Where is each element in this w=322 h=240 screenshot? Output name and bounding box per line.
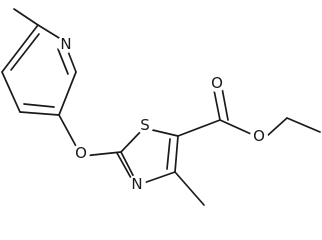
atom-thiazole-s: S — [136, 116, 154, 134]
bond-n3-c2-inner — [116, 152, 132, 179]
structure-diagram: N O S N O O — [1, 8, 321, 206]
svg-text:O: O — [253, 127, 265, 145]
atom-pyridine-n: N — [57, 35, 75, 53]
ethyl-ester — [177, 87, 321, 137]
svg-text:O: O — [75, 144, 87, 162]
bond-n1-c2-inner — [57, 48, 69, 75]
bond-carbonyl-c-ester-o — [219, 119, 252, 135]
svg-text:S: S — [140, 116, 150, 134]
bond-c5-c4 — [174, 135, 179, 173]
svg-text:N: N — [60, 35, 71, 53]
bond-ch2-ch3 — [286, 117, 321, 133]
bond-methyl-c6 — [13, 8, 39, 26]
atom-carbonyl-o: O — [208, 74, 226, 92]
bond-c4-c5 — [1, 71, 21, 113]
bond-carbonyl-c-o-1 — [213, 89, 221, 121]
bond-c5-c4-inner — [166, 138, 171, 170]
bond-c5-c6-inner — [10, 33, 40, 71]
atom-ester-o: O — [250, 127, 268, 145]
atom-ether-o: O — [72, 144, 90, 162]
bond-c4-methyl — [174, 171, 205, 206]
bond-ester-o-ch2 — [266, 117, 288, 137]
atom-thiazole-n: N — [128, 175, 146, 193]
bond-c3-c4 — [19, 111, 60, 116]
bond-c5-c6 — [1, 24, 39, 73]
bond-carbonyl-c-o-2 — [221, 87, 229, 121]
svg-text:O: O — [211, 74, 223, 92]
bond-c5-carbonyl-c — [177, 119, 221, 137]
svg-text:N: N — [131, 175, 142, 193]
bond-c3-c4-inner — [23, 103, 55, 108]
thiazole-ring — [116, 127, 179, 186]
bond-c3-ether-o — [58, 114, 78, 149]
pyridine-ring — [1, 8, 77, 116]
bond-c2-c3 — [58, 71, 77, 116]
